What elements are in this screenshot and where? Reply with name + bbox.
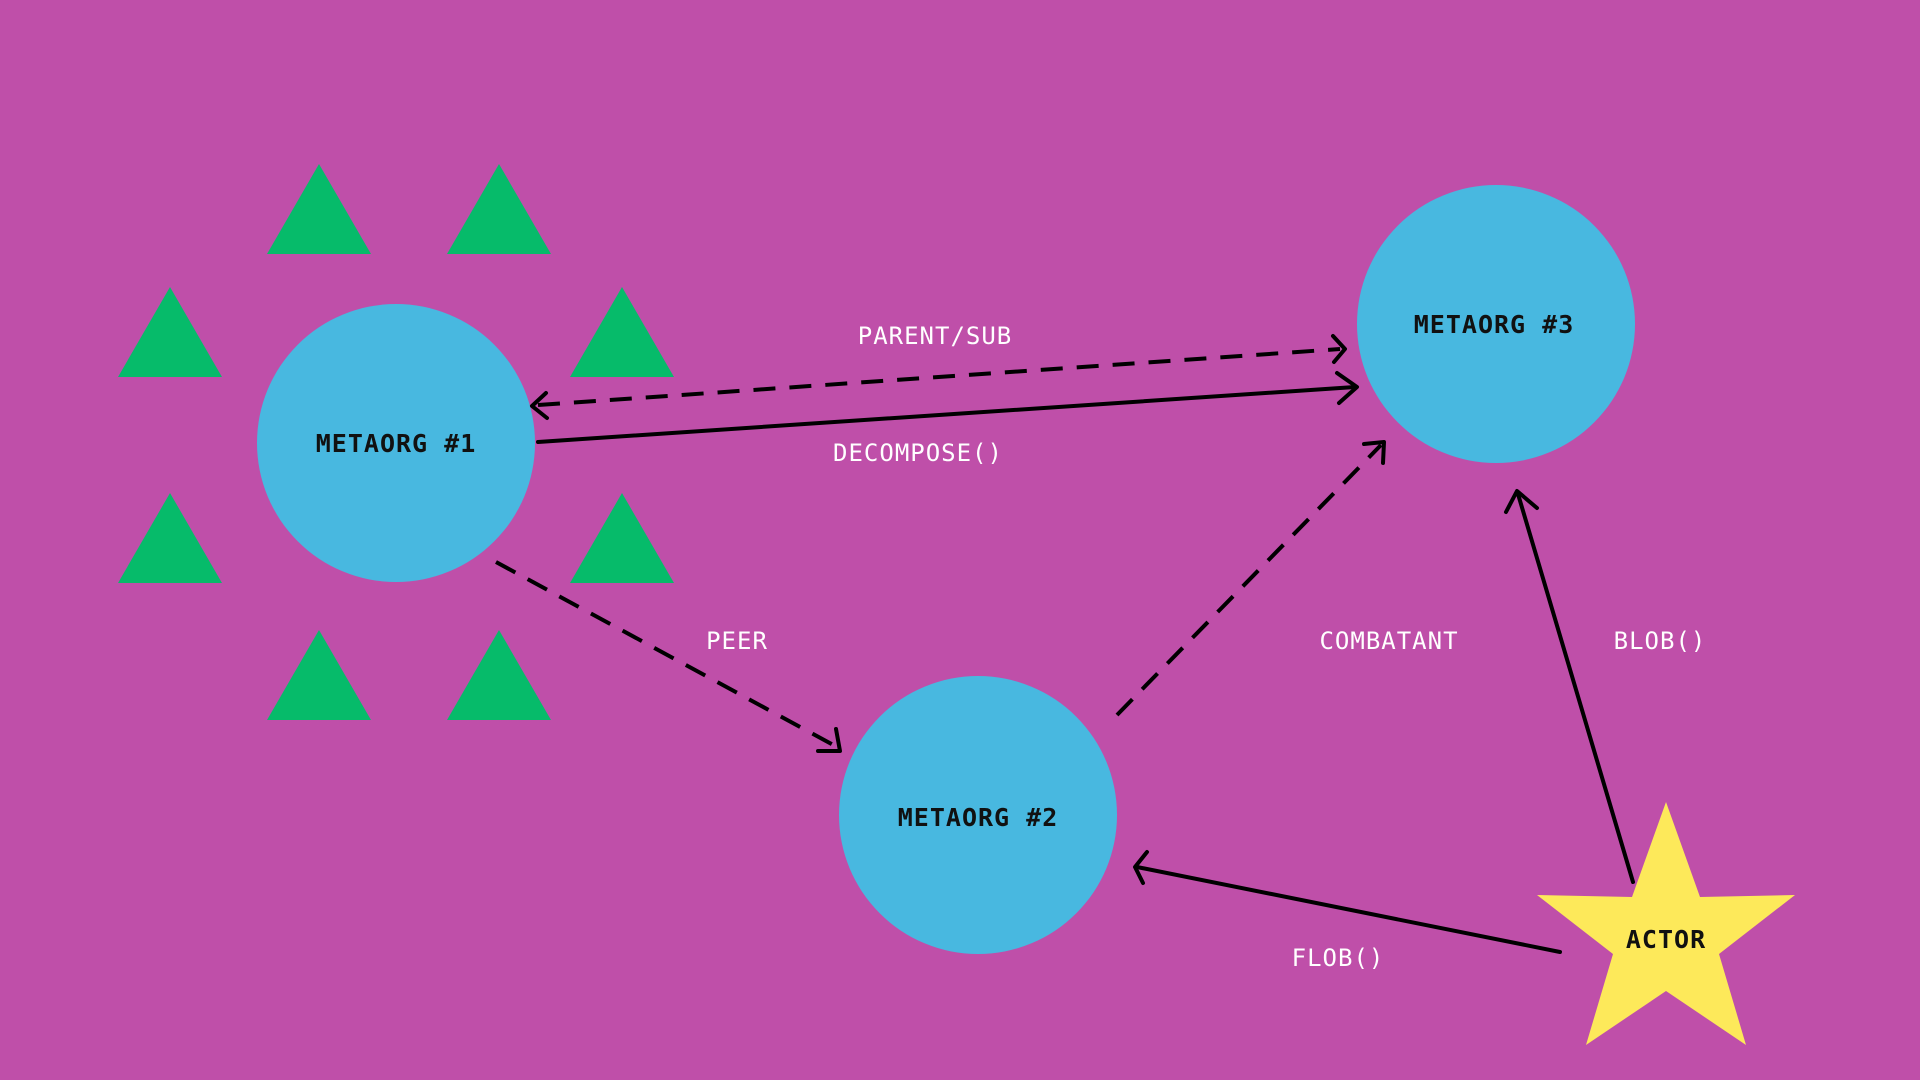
flob-line	[1135, 865, 1562, 954]
flob-label: FLOB()	[1292, 944, 1385, 972]
member-triangle	[570, 493, 674, 583]
edge-peer	[495, 560, 842, 753]
member-triangle	[447, 630, 551, 720]
member-triangles	[118, 164, 674, 720]
metaorg-3-label: METAORG #3	[1414, 310, 1575, 339]
arrowhead-right	[1331, 334, 1347, 364]
edge-decompose	[536, 371, 1359, 444]
decompose-line	[536, 385, 1357, 444]
combatant-arrowhead	[1362, 440, 1386, 465]
decompose-arrowhead	[1335, 371, 1359, 405]
blob-arrowhead	[1504, 489, 1539, 514]
edge-parent-sub	[530, 334, 1347, 420]
peer-arrowhead	[816, 727, 842, 753]
metaorg-2-label: METAORG #2	[898, 803, 1059, 832]
flob-arrowhead	[1133, 850, 1149, 885]
member-triangle	[118, 287, 222, 377]
peer-line	[495, 560, 838, 749]
blob-line	[1516, 492, 1635, 884]
metaorg-2-node[interactable]	[839, 676, 1117, 954]
member-triangle	[447, 164, 551, 254]
metaorg-1-label: METAORG #1	[316, 429, 477, 458]
parent-sub-label: PARENT/SUB	[858, 322, 1013, 350]
edge-flob	[1133, 850, 1562, 954]
member-triangle	[118, 493, 222, 583]
decompose-label: DECOMPOSE()	[833, 439, 1003, 467]
combatant-label: COMBATANT	[1319, 627, 1458, 655]
metaorg-3-node[interactable]	[1357, 185, 1635, 463]
member-triangle	[267, 630, 371, 720]
metaorg-1-node[interactable]	[257, 304, 535, 582]
blob-label: BLOB()	[1614, 627, 1707, 655]
peer-label: PEER	[706, 627, 768, 655]
edge-combatant	[1115, 440, 1386, 717]
actor-label: ACTOR	[1626, 925, 1706, 954]
edge-blob	[1504, 489, 1635, 884]
actor-node[interactable]	[1537, 802, 1795, 1045]
arrowhead-left	[530, 391, 549, 420]
parent-sub-line	[537, 347, 1341, 407]
member-triangle	[267, 164, 371, 254]
member-triangle	[570, 287, 674, 377]
combatant-line	[1115, 443, 1383, 717]
